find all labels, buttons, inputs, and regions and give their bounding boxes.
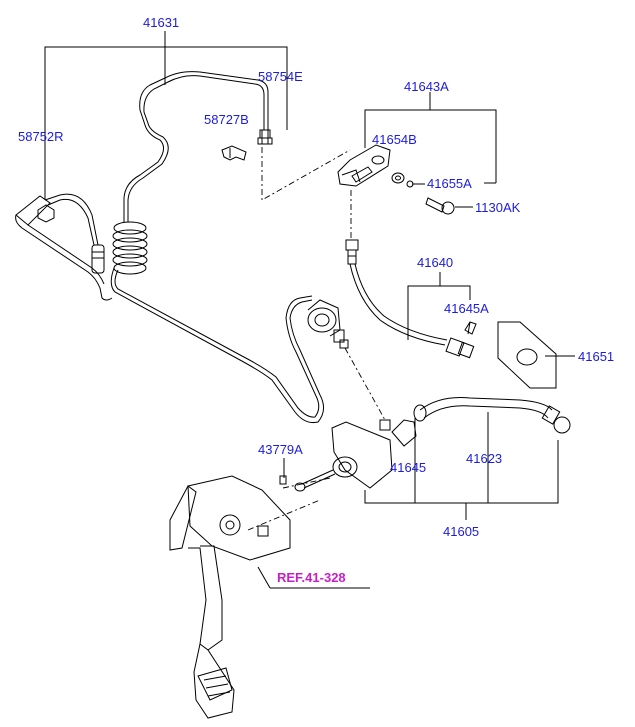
leader-lines [44,31,575,589]
callout-58727B: 58727B [204,112,249,127]
callout-41643A: 41643A [404,79,449,94]
hose-41640 [345,239,477,359]
nut-58754E [257,129,273,145]
callout-58752R: 58752R [18,129,64,144]
bracket-41643A [337,144,455,215]
callout-41640: 41640 [417,255,453,270]
release-cylinder [307,299,349,349]
dashed-lines [247,147,386,531]
bracket-58752R [15,193,113,301]
callout-43779A: 43779A [258,442,303,457]
callout-41645: 41645 [390,460,426,475]
callout-41655A: 41655A [427,176,472,191]
master-cylinder [279,419,417,492]
clip-58727B [221,145,247,161]
callout-41631: 41631 [143,15,179,30]
callout-41605: 41605 [443,524,479,539]
callout-41645A: 41645A [444,301,489,316]
callout-41654B: 41654B [372,132,417,147]
pipe-41623 [413,397,571,434]
callout-58754E: 58754E [258,69,303,84]
callout-41651: 41651 [578,349,614,364]
callout-1130AK: 1130AK [475,200,521,215]
callout-labels: 41631 58754E 58727B 58752R 41643A 41654B… [18,15,614,539]
clutch-line-41631 [110,71,324,423]
gasket-41651 [497,321,557,389]
callout-41623: 41623 [466,451,502,466]
pedal-assembly [169,475,291,719]
reference-link[interactable]: REF.41-328 [277,570,346,585]
